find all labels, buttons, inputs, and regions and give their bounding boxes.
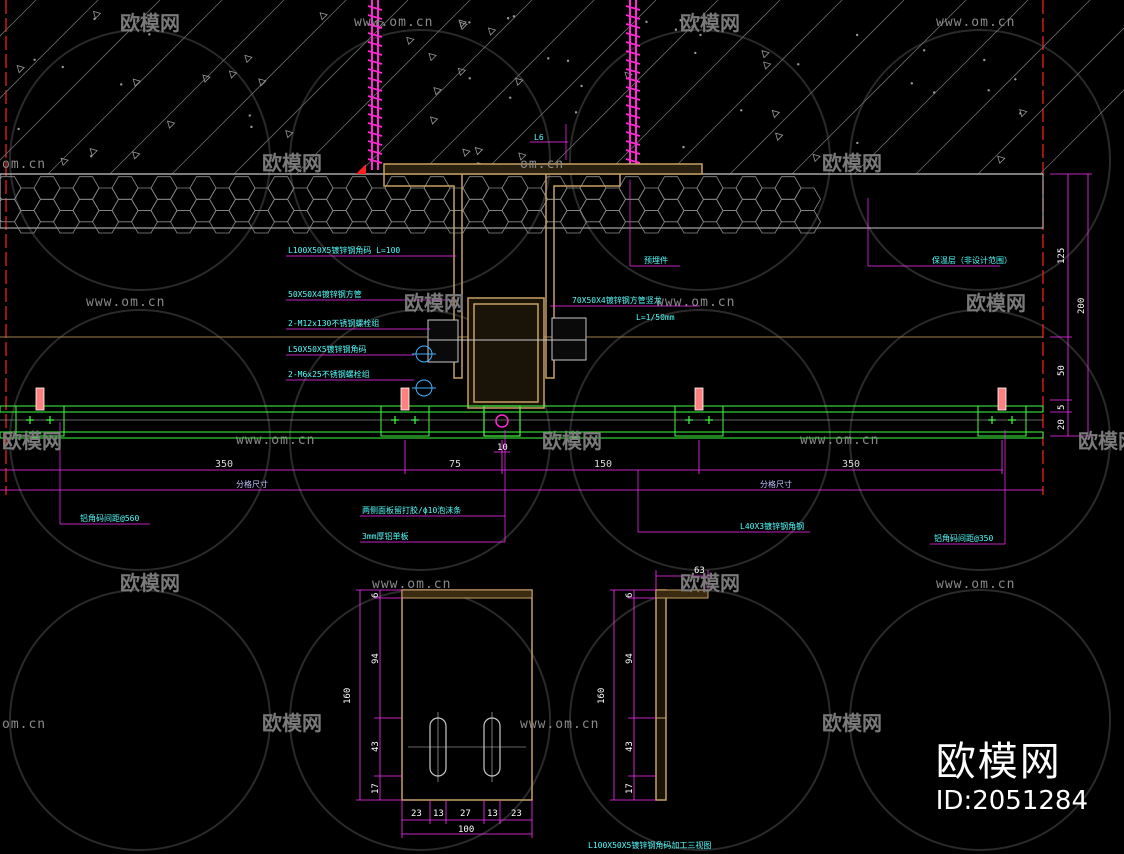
dim-50: 50: [1057, 365, 1067, 376]
three-view-title: L100X50X5镀锌钢角码加工三视图: [588, 840, 711, 850]
front-dim-23a: 23: [411, 809, 422, 819]
callout-bolt-m12: 2-M12x130不锈钢螺栓组: [288, 318, 379, 328]
watermark-brand: 欧模网: [120, 571, 180, 595]
front-dim-23b: 23: [511, 809, 522, 819]
front-dim-27: 27: [460, 809, 471, 819]
callout-embedded-part: 预埋件: [644, 255, 668, 265]
callout-clip-spacing-350: 铝角码间距@350: [934, 533, 993, 543]
watermark-site-partial: om.cn: [520, 157, 564, 172]
bolt-assembly: [412, 317, 587, 397]
side-dim-63: 63: [694, 566, 705, 576]
callout-aluminum-sheet: 3mm厚铝单板: [362, 531, 408, 541]
callout-bolt-m6: 2-M6x25不锈钢螺栓组: [288, 369, 370, 379]
dim-150: 150: [594, 459, 612, 470]
watermark-site-partial: om.cn: [2, 717, 46, 732]
watermark-site: www.om.cn: [236, 433, 315, 448]
front-dim-100: 100: [458, 825, 474, 835]
front-dim-94: 94: [371, 653, 381, 664]
front-dim-160: 160: [343, 688, 353, 704]
side-dim-6: 6: [625, 593, 635, 598]
dim-20: 20: [1057, 419, 1067, 430]
front-dim-13b: 13: [487, 809, 498, 819]
dim-75: 75: [449, 459, 461, 470]
brand-name: 欧模网: [935, 739, 1062, 785]
callout-small: L6: [534, 133, 544, 142]
side-dim-160: 160: [597, 688, 607, 704]
watermark-site: www.om.cn: [520, 717, 599, 732]
watermarks: www.om.cn www.om.cn www.om.cn www.om.cn …: [2, 11, 1124, 735]
callout-insulation: 保温层（非设计范围）: [932, 255, 1012, 265]
side-dim-17: 17: [625, 783, 635, 794]
front-dim-43: 43: [371, 741, 381, 752]
leader-lines: [59, 124, 1006, 545]
watermark-brand: 欧模网: [822, 151, 882, 175]
watermark-site: www.om.cn: [936, 15, 1015, 30]
watermark-brand: 欧模网: [680, 11, 740, 35]
watermark-site: www.om.cn: [936, 577, 1015, 592]
horizontal-dimensions: [0, 440, 1043, 491]
callout-clip-spacing-560: 铝角码间距@560: [80, 513, 139, 523]
callout-angle-bracket-50: L50X50X5镀锌钢角码: [288, 344, 367, 354]
dim-5: 5: [1057, 405, 1067, 410]
dim-sub-right: 分格尺寸: [760, 479, 792, 489]
watermark-brand: 欧模网: [262, 711, 322, 735]
aluminum-panel: [0, 387, 1044, 439]
callout-angle-steel: L40X3镀锌钢角钢: [740, 521, 804, 531]
dim-350-left: 350: [215, 459, 233, 470]
dim-350-right: 350: [842, 459, 860, 470]
dim-10: 10: [497, 443, 508, 453]
bracket-side-view: 63 6 94 160 43 17 L100X50X5镀锌钢角码加工三视图: [588, 566, 711, 850]
watermark-brand: 欧模网: [822, 711, 882, 735]
steel-bracket: [383, 163, 703, 409]
dim-125: 125: [1057, 248, 1067, 264]
callout-square-tube-50: 50X50X4镀锌钢方管: [288, 289, 362, 299]
watermark-brand: 欧模网: [966, 291, 1026, 315]
front-dim-6: 6: [371, 593, 381, 598]
watermark-site: www.om.cn: [372, 577, 451, 592]
brand-corner: 欧模网 ID:2051284: [936, 738, 1088, 816]
watermark-brand: 欧模网: [262, 151, 322, 175]
callout-tube-length: L=1/50mm: [636, 313, 675, 322]
dim-200: 200: [1077, 298, 1087, 314]
watermark-site: www.om.cn: [800, 433, 879, 448]
front-dim-13a: 13: [433, 809, 444, 819]
front-dim-17: 17: [371, 783, 381, 794]
insulation-layer: [0, 173, 1044, 234]
watermark-site: www.om.cn: [656, 295, 735, 310]
watermark-site-partial: om.cn: [2, 157, 46, 172]
bracket-front-view: 6 94 160 43 17 23 13 27 13 23 100: [343, 589, 533, 838]
callout-angle-bracket-100: L100X50X5镀锌钢角码 L=100: [288, 245, 400, 255]
callout-labels: L100X50X5镀锌钢角码 L=100 50X50X4镀锌钢方管 2-M12x…: [80, 133, 1012, 543]
watermark-site: www.om.cn: [354, 15, 433, 30]
drawing-border: [5, 0, 1044, 495]
horizontal-dim-labels: 350 75 150 350 10 分格尺寸 分格尺寸: [215, 443, 860, 489]
callout-square-tube-70: 70X50X4镀锌钢方管竖龙: [572, 295, 662, 305]
watermark-brand: 欧模网: [120, 11, 180, 35]
watermark-brand: 欧模网: [542, 429, 602, 453]
side-dim-43: 43: [625, 741, 635, 752]
side-dim-94: 94: [625, 653, 635, 664]
model-id: ID:2051284: [935, 786, 1088, 816]
watermark-brand: 欧模网: [1078, 429, 1124, 453]
watermark-site: www.om.cn: [86, 295, 165, 310]
vertical-dimensions: [1050, 173, 1092, 437]
watermark-brand: 欧模网: [680, 571, 740, 595]
vertical-dim-labels: 125 200 50 5 20: [1057, 248, 1087, 430]
watermark-brand: 欧模网: [404, 291, 464, 315]
dim-sub-left: 分格尺寸: [236, 479, 268, 489]
watermark-brand: 欧模网: [2, 429, 62, 453]
callout-sealant: 两侧面板留打胶/ϕ10泡沫条: [362, 505, 461, 515]
